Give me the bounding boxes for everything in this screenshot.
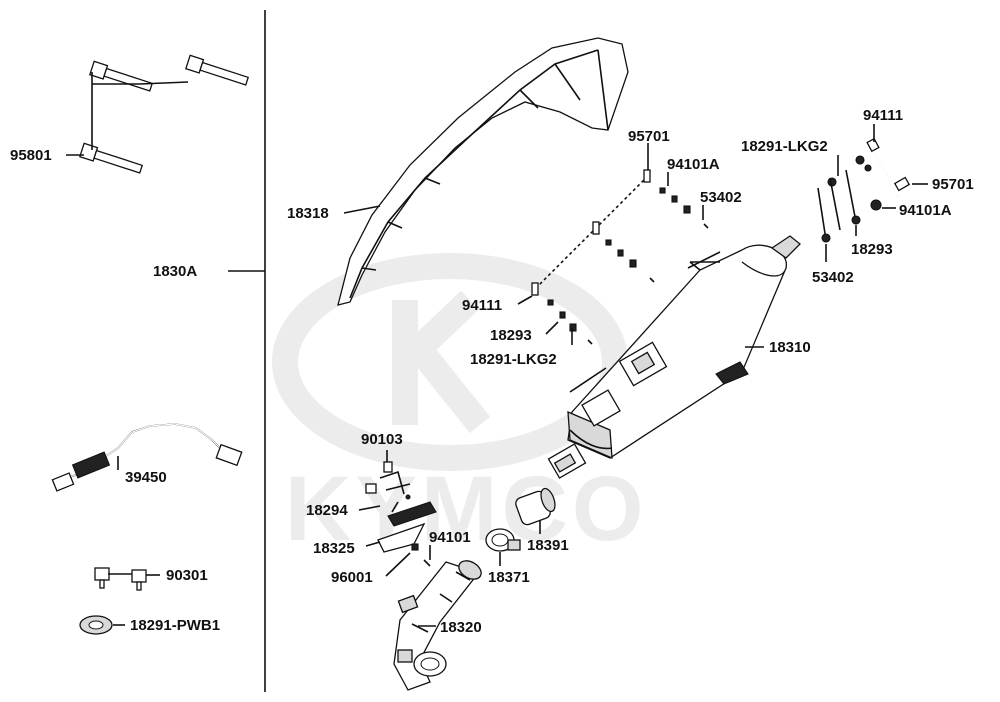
brand-watermark: KYMCO: [272, 253, 647, 560]
label-95801: 95801: [10, 147, 52, 164]
label-94111-right: 94111: [863, 107, 903, 124]
label-90103: 90103: [361, 431, 403, 448]
label-18291-LKG2-mid: 18291-LKG2: [470, 351, 557, 368]
label-18310: 18310: [769, 339, 811, 356]
label-18371: 18371: [488, 569, 530, 586]
label-18320: 18320: [440, 619, 482, 636]
label-18293-mid: 18293: [490, 327, 532, 344]
label-18325: 18325: [313, 540, 355, 557]
clips-90301: [94, 567, 147, 591]
bolts-95801: [79, 54, 250, 174]
label-95701-top: 95701: [628, 128, 670, 145]
gasket-18291-PWB1: [79, 615, 113, 635]
label-18391: 18391: [527, 537, 569, 554]
label-53402-top: 53402: [700, 189, 742, 206]
label-18291-LKG2-right: 18291-LKG2: [741, 138, 828, 155]
bracket-set: [365, 461, 437, 567]
label-94101A-top: 94101A: [667, 156, 720, 173]
label-90301: 90301: [166, 567, 208, 584]
label-39450: 39450: [125, 469, 167, 486]
label-94101A-right: 94101A: [899, 202, 952, 219]
label-1830A: 1830A: [153, 263, 197, 280]
label-18291-PWB1: 18291-PWB1: [130, 617, 220, 634]
fastener-set-right: [817, 137, 911, 243]
oxygen-sensor-39450: [51, 423, 243, 492]
fastener-set-shield: [531, 169, 709, 345]
clamp-18371: [485, 528, 521, 552]
label-94101: 94101: [429, 529, 471, 546]
label-96001: 96001: [331, 569, 373, 586]
label-94111-mid: 94111: [462, 297, 502, 314]
sleeve-18391: [515, 487, 556, 526]
label-18294: 18294: [306, 502, 348, 519]
label-18293-right: 18293: [851, 241, 893, 258]
muffler-18310: [547, 235, 801, 479]
heat-shield-18318: [337, 37, 629, 306]
label-18318: 18318: [287, 205, 329, 222]
label-95701-right: 95701: [932, 176, 974, 193]
watermark-text: KYMCO: [285, 458, 647, 560]
label-53402-right: 53402: [812, 269, 854, 286]
